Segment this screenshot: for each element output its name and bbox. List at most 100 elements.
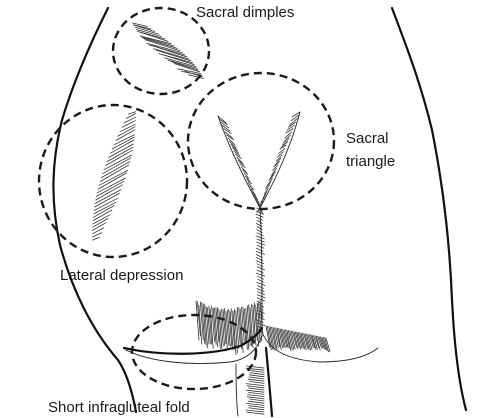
hatch-stroke: [135, 29, 162, 37]
hatch-stroke: [248, 391, 265, 395]
hatch-stroke: [211, 305, 216, 342]
inner-thigh-line: [264, 346, 274, 418]
hatch-stroke: [238, 307, 243, 350]
hatch-stroke: [296, 331, 302, 350]
hatch-stroke: [255, 250, 266, 255]
hatch-stroke: [249, 398, 265, 402]
hatch-stroke: [195, 300, 200, 341]
hatch-stroke: [256, 266, 266, 271]
hatch-stroke: [310, 334, 316, 348]
hatch-stroke: [257, 316, 265, 320]
hatch-stroke: [245, 307, 250, 350]
hatch-stroke: [306, 333, 311, 351]
hatch-stroke: [249, 185, 255, 191]
hatch-stroke: [217, 115, 227, 124]
hatch-stroke: [167, 59, 198, 69]
hatch-stroke: [226, 134, 235, 141]
left-gluteal-fold: [122, 326, 264, 355]
hatch-stroke: [271, 167, 278, 176]
hatch-stroke: [307, 333, 313, 350]
hatch-stroke: [257, 219, 263, 224]
hatch-stroke: [99, 164, 130, 182]
hatch-stroke: [257, 291, 266, 296]
hatch-stroke: [212, 307, 217, 345]
hatch-stroke: [226, 309, 231, 348]
hatch-stroke: [246, 396, 265, 400]
lateral-depression-label: Lateral depression: [60, 267, 183, 284]
hatch-stroke: [268, 326, 274, 350]
hatch-stroke: [243, 172, 250, 179]
hatch-stroke: [113, 134, 136, 146]
hatch-stroke: [236, 156, 244, 164]
hatch-stroke: [297, 331, 303, 349]
hatch-stroke: [282, 328, 288, 348]
hatch-stroke: [260, 197, 265, 203]
hatch-stroke: [256, 229, 263, 234]
left-body-contour: [52, 6, 138, 414]
hatch-stroke: [92, 227, 105, 235]
hatch-stroke: [256, 226, 263, 231]
hatch-stroke: [139, 35, 172, 45]
hatch-stroke: [93, 205, 115, 218]
sacral-dimple-shading: [132, 22, 204, 79]
hatch-stroke: [281, 138, 290, 146]
hatch-stroke: [294, 331, 300, 349]
hatch-stroke: [142, 37, 178, 49]
hatch-stroke: [257, 285, 264, 289]
hatch-stroke: [291, 111, 301, 118]
hatch-stroke: [321, 336, 327, 351]
hatch-stroke: [312, 335, 318, 350]
hatch-stroke: [272, 326, 278, 351]
hatch-stroke: [240, 166, 247, 173]
hatch-stroke: [227, 137, 236, 146]
hatch-stroke: [308, 334, 314, 349]
hatch-stroke: [257, 278, 265, 283]
hatch-stroke: [222, 308, 227, 345]
hatch-stroke: [252, 304, 257, 346]
hatch-stroke: [246, 385, 265, 389]
hatch-stroke: [319, 336, 325, 350]
hatch-stroke: [117, 126, 136, 137]
hatch-stroke: [92, 209, 113, 222]
hatch-stroke: [256, 238, 265, 243]
hatch-stroke: [225, 310, 230, 347]
hatch-stroke: [277, 151, 284, 158]
hatch-stroke: [92, 222, 107, 231]
gluteal-cleft-line: [259, 207, 263, 331]
lateral-depression-circle: [37, 103, 189, 259]
hatch-stroke: [133, 24, 156, 32]
hatch-stroke: [256, 297, 265, 302]
hatch-stroke: [258, 200, 264, 206]
hatch-stroke: [318, 336, 324, 349]
hatch-stroke: [248, 407, 265, 411]
hatch-stroke: [286, 329, 292, 352]
hatch-stroke: [111, 136, 135, 150]
hatch-stroke: [164, 57, 197, 67]
hatch-stroke: [174, 63, 201, 73]
hatch-stroke: [256, 207, 263, 212]
hatch-stroke: [255, 272, 266, 277]
hatch-stroke: [247, 394, 265, 398]
hatch-stroke: [255, 304, 260, 347]
hatch-stroke: [269, 171, 276, 179]
hatch-stroke: [235, 310, 240, 350]
hatch-stroke: [256, 300, 263, 305]
hatch-stroke: [290, 330, 296, 350]
hatch-stroke: [256, 288, 265, 293]
hatch-stroke: [271, 326, 277, 349]
hatch-stroke: [229, 140, 237, 149]
hatch-stroke: [273, 327, 279, 349]
left-thigh-inner-line: [235, 363, 239, 417]
hatch-stroke: [204, 304, 208, 349]
hatch-stroke: [292, 330, 297, 348]
hatch-stroke: [214, 307, 218, 348]
hatch-stroke: [202, 303, 207, 346]
hatch-stroke: [290, 114, 300, 122]
hatch-stroke: [269, 326, 275, 351]
hatch-stroke: [206, 307, 211, 344]
hatch-stroke: [249, 380, 265, 384]
hatch-stroke: [279, 328, 285, 348]
hatch-stroke: [285, 329, 290, 349]
hatch-stroke: [268, 174, 275, 181]
hatch-stroke: [256, 275, 264, 280]
